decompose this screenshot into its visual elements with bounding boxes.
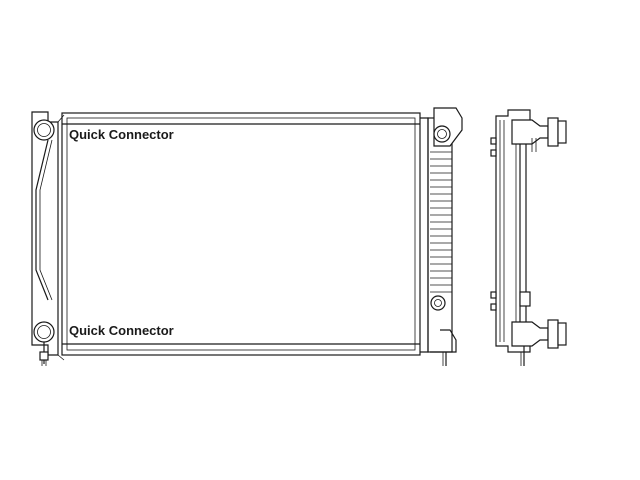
radiator-front-view: Quick Connector Quick Connector (31, 107, 463, 366)
top-quick-connector-label: Quick Connector (69, 127, 174, 142)
left-end-tank (31, 111, 65, 361)
side-lower-connector (511, 291, 567, 366)
top-left-connector (33, 119, 55, 141)
bottom-left-connector (33, 321, 55, 366)
cooling-fins (430, 151, 452, 293)
side-upper-connector (511, 117, 567, 152)
radiator-core (61, 112, 421, 356)
radiator-side-view (490, 109, 567, 366)
bottom-quick-connector-label: Quick Connector (69, 323, 174, 338)
right-end-tank (420, 107, 463, 366)
